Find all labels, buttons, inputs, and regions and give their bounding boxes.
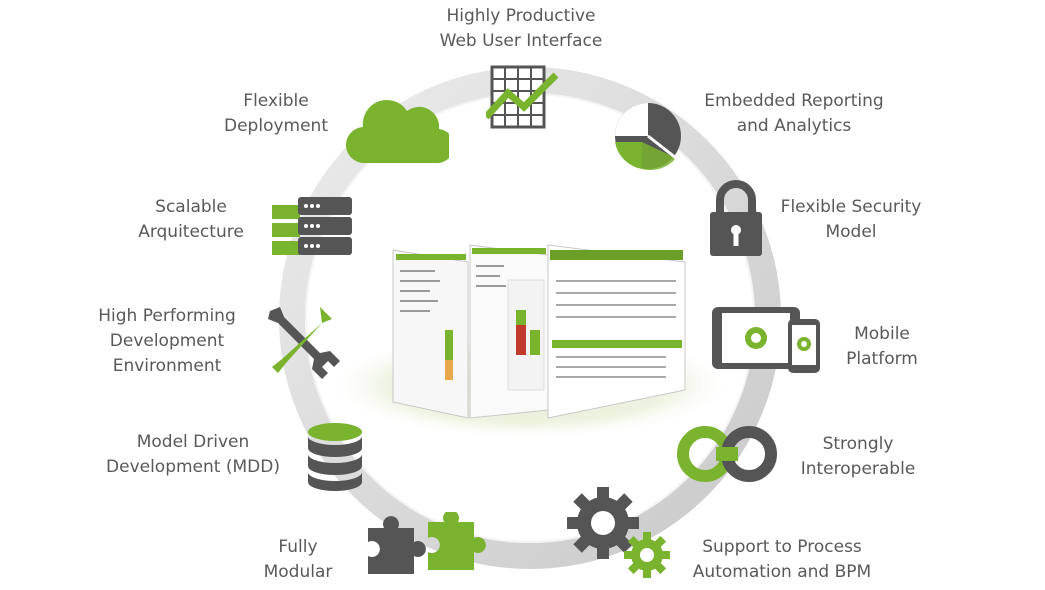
feature-label-web-ui: Highly Productive Web User Interface xyxy=(439,6,603,51)
pie-chart-icon xyxy=(615,103,681,171)
feature-label-interop: Strongly Interoperable xyxy=(800,434,916,479)
gears-icon xyxy=(567,487,670,578)
servers-icon xyxy=(272,197,352,255)
chart-grid-icon xyxy=(486,65,559,129)
feature-label-bpm: Support to Process Automation and BPM xyxy=(692,537,872,582)
feature-label-modular: Fully Modular xyxy=(263,537,333,582)
feature-label-mdd: Model Driven Development (MDD) xyxy=(106,432,280,477)
feature-label-dev-env: High Performing Development Environment xyxy=(98,306,236,376)
tools-icon xyxy=(268,307,340,379)
padlock-icon xyxy=(710,180,762,256)
feature-label-reporting: Embedded Reporting and Analytics xyxy=(704,91,884,136)
infinity-link-icon xyxy=(677,426,777,482)
feature-label-mobile: Mobile Platform xyxy=(846,324,918,369)
app-screenshot-1 xyxy=(392,249,469,419)
feature-label-deployment: Flexible Deployment xyxy=(224,91,328,136)
feature-label-scalable: Scalable Arquitecture xyxy=(138,197,244,242)
puzzle-icon xyxy=(368,512,486,574)
app-screenshot-3 xyxy=(547,244,686,419)
feature-label-security: Flexible Security Model xyxy=(780,197,922,242)
tablet-phone-icon xyxy=(712,307,820,373)
database-icon xyxy=(308,423,362,491)
app-screenshot-2 xyxy=(469,244,549,419)
cloud-icon xyxy=(345,99,449,164)
